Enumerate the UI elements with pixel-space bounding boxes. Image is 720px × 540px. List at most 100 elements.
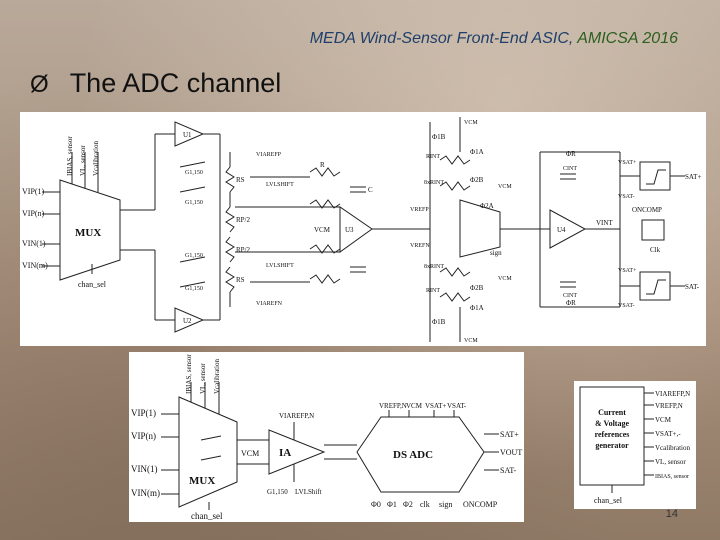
vin1-label: VIN(1) — [22, 239, 46, 248]
viaren-label: VIAREFN — [256, 301, 283, 307]
bd-phi1-label: Φ1 — [387, 500, 397, 509]
vsat-minus-label-2: VSAT- — [618, 303, 634, 309]
u2-label: U2 — [183, 317, 192, 325]
bd-vin1-label: VIN(1) — [131, 464, 158, 474]
phi1a-top-label: Φ1A — [470, 148, 484, 156]
vrefp-label: VREFP — [410, 207, 429, 213]
vcm-top-label: VCM — [464, 120, 478, 126]
page-number: 14 — [665, 508, 678, 520]
g2-label: G1,150 — [185, 200, 203, 206]
lvlshift-label-1: LVLSHIFT — [266, 182, 294, 188]
bd-adc-vsatm-label: VSAT- — [447, 402, 467, 410]
bd-adc-vrefpn-label: VREFP,N — [379, 402, 407, 410]
phi1a-bottom-label: Φ1A — [470, 304, 484, 312]
bd-sat-plus-label: SAT+ — [500, 430, 519, 439]
rs-label-2: RS — [236, 276, 245, 284]
phi1b-top-label: Φ1B — [432, 133, 446, 141]
bd-mux-label: MUX — [189, 475, 215, 487]
ref-out-vcm: VCM — [655, 416, 672, 424]
rs-label-1: RS — [236, 176, 245, 184]
bd-phi2-label: Φ2 — [403, 500, 413, 509]
bd-adc-vcm-label: VCM — [406, 402, 423, 410]
ref-gen-line-3: references — [595, 430, 630, 439]
bd-sign-label: sign — [439, 500, 452, 509]
chan-sel-label: chan_sel — [78, 280, 107, 289]
rint8-top-label: 8xRINT — [424, 180, 444, 186]
bd-ibias-sensor-label: IBIAS, sensor — [185, 354, 193, 394]
bd-lvlshift-label: LVLShift — [295, 488, 322, 496]
cint-bottom-label: CINT — [563, 293, 577, 299]
phi1b-bottom-label: Φ1B — [432, 318, 446, 326]
bullet-arrow-icon: Ø — [30, 71, 49, 98]
bd-viarefpn-label: VIAREFP,N — [279, 412, 314, 420]
bd-phi0-label: Φ0 — [371, 500, 381, 509]
bd-vipn-label: VIP(n) — [131, 431, 156, 441]
bd-ia-label: IA — [279, 447, 291, 459]
bd-ds-adc-label: DS ADC — [393, 449, 433, 461]
ibias-sensor-label: IBIAS, sensor — [66, 136, 74, 176]
ref-out-vsat: VSAT+,- — [655, 430, 681, 438]
lvlshift-label-2: LVLSHIFT — [266, 263, 294, 269]
ref-out-viarefpn: VIAREFP,N — [655, 390, 690, 398]
vsat-plus-label-2: VSAT+ — [618, 268, 637, 274]
header-title: MEDA Wind-Sensor Front-End ASIC, AMICSA … — [310, 30, 678, 48]
vcm-int-label-2: VCM — [498, 276, 512, 282]
slide-heading-text: The ADC channel — [69, 68, 282, 98]
vipn-label: VIP(n) — [22, 209, 45, 218]
phir-bottom-label: ΦR — [566, 299, 576, 307]
vcm-label: VCM — [314, 226, 331, 234]
ref-out-ibias-sensor: IBIAS, sensor — [655, 474, 689, 480]
vcm-int-label-1: VCM — [498, 184, 512, 190]
phi2b-top-label: Φ2B — [470, 176, 484, 184]
reference-generator: Current & Voltage references generator V… — [579, 386, 690, 505]
sat-plus-label: SAT+ — [685, 173, 701, 181]
rint8-bottom-label: 8xRINT — [424, 264, 444, 270]
g1-label: G1,150 — [185, 170, 203, 176]
c-label: C — [368, 186, 373, 194]
ref-out-vrefpn: VREFP,N — [655, 402, 683, 410]
rint-bottom-label: RINT — [426, 288, 440, 294]
header-title-main: MEDA Wind-Sensor Front-End ASIC, — [309, 30, 574, 47]
bd-vcalibration-label: Vcalibration — [213, 359, 221, 394]
phi2a-label: Φ2A — [480, 202, 494, 210]
vsat-plus-label-1: VSAT+ — [618, 160, 637, 166]
mux-label: MUX — [75, 227, 101, 239]
bd-oncomp-label: ONCOMP — [463, 500, 498, 509]
u4-label: U4 — [557, 226, 566, 234]
r-label: R — [320, 161, 325, 169]
rp-label-2: RP/2 — [236, 246, 251, 254]
viarefp-label: VIAREFP — [256, 152, 282, 158]
ref-gen-line-2: & Voltage — [595, 419, 629, 428]
vcm-bottom-label: VCM — [464, 338, 478, 344]
rp-label-1: RP/2 — [236, 216, 251, 224]
bd-vcm-label: VCM — [241, 449, 259, 458]
vl-sensor-label: VL, sensor — [79, 145, 87, 176]
u1-label: U1 — [183, 131, 192, 139]
sign-label: sign — [490, 249, 502, 257]
bd-chan-sel-label: chan_sel — [191, 511, 223, 521]
slide-heading: Ø The ADC channel — [30, 68, 281, 99]
bd-clk-label: clk — [420, 500, 430, 509]
ref-gen-line-1: Current — [598, 408, 626, 417]
vint-label: VINT — [596, 219, 613, 227]
u3-label: U3 — [345, 226, 354, 234]
g3-label: G1,150 — [185, 253, 203, 259]
adc-schematic: VIP(1) VIP(n) VIN(1) VIN(m) IBIAS, senso… — [22, 117, 701, 344]
reference-generator-panel: Current & Voltage references generator V… — [574, 381, 696, 509]
rint-top-label: RINT — [426, 154, 440, 160]
vsat-minus-label-1: VSAT- — [618, 194, 634, 200]
vcalibration-label: Vcalibration — [92, 141, 100, 176]
header-title-conference: AMICSA 2016 — [577, 30, 678, 47]
bd-vl-sensor-label: VL, sensor — [199, 363, 207, 394]
ref-out-vcalibration: Vcalibration — [655, 444, 690, 452]
phi2b-bottom-label: Φ2B — [470, 284, 484, 292]
vrefn-label: VREFN — [410, 243, 430, 249]
adc-schematic-panel: VIP(1) VIP(n) VIN(1) VIN(m) IBIAS, senso… — [20, 112, 706, 346]
cint-top-label: CINT — [563, 166, 577, 172]
sat-minus-label: SAT- — [685, 283, 700, 291]
g4-label: G1,150 — [185, 286, 203, 292]
oncomp-label: ONCOMP — [632, 206, 662, 214]
adc-block-diagram: VIP(1) VIP(n) VIN(1) VIN(m) IBIAS, senso… — [131, 354, 522, 521]
ref-gen-line-4: generator — [595, 441, 629, 450]
bd-vip1-label: VIP(1) — [131, 408, 156, 418]
